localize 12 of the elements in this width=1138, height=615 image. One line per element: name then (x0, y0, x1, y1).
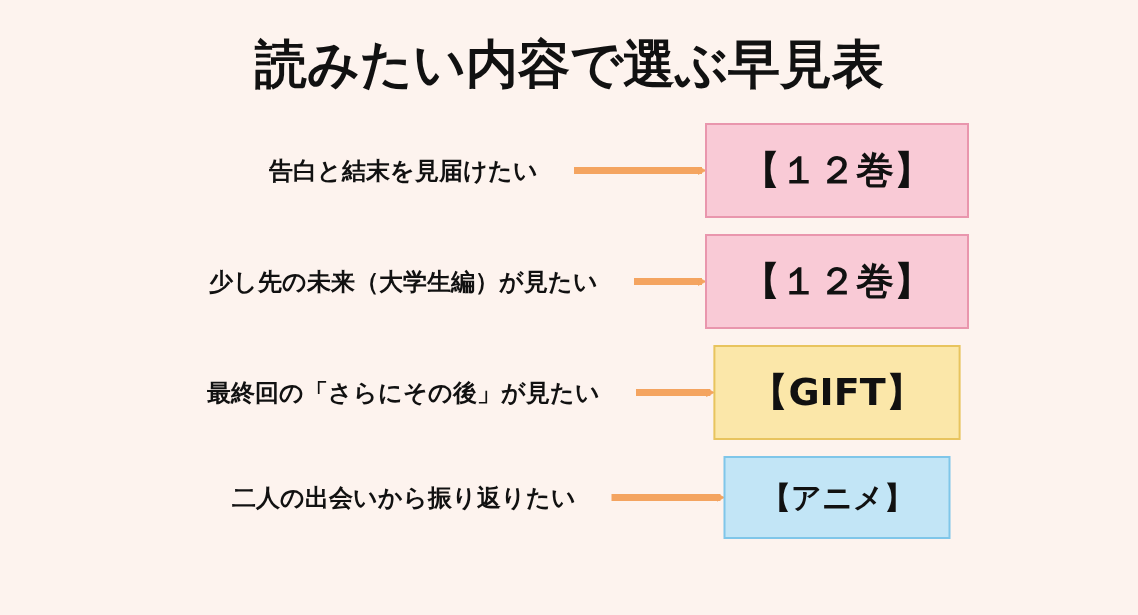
arrow (573, 166, 706, 175)
node-box: 【アニメ】 (723, 456, 950, 539)
node-text: 少し先の未来（大学生編）が見たい (208, 267, 598, 296)
node-text: 二人の出会いから振り返りたい (231, 483, 575, 512)
node-text: 告白と結末を見届けたい (268, 156, 538, 185)
arrow (635, 388, 715, 397)
node-box: 【１２巻】 (704, 234, 969, 329)
node-text: 最終回の「さらにその後」が見たい (206, 378, 600, 407)
node-box: 【１２巻】 (704, 123, 969, 218)
title: 読みたい内容で選ぶ早見表 (254, 33, 884, 96)
node-box: 【GIFT】 (712, 345, 961, 440)
arrow (633, 277, 706, 286)
